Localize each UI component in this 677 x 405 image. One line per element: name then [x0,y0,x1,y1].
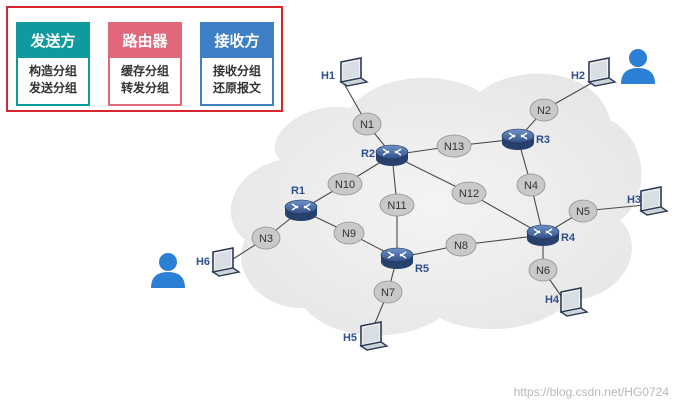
network-n2-label: N2 [537,105,551,117]
network-n7: N7 [373,280,403,304]
network-n9: N9 [333,221,365,245]
host-h3-label: H3 [627,194,641,206]
router-r4-label: R4 [561,232,576,244]
router-r5-icon [380,247,414,270]
network-n12-label: N12 [459,188,479,200]
router-r4: R4 [526,224,576,247]
hosts: H1 H2 H3 H4 H5 H6 [196,57,668,351]
router-r3-icon [501,128,535,151]
host-h1-label: H1 [321,70,335,82]
host-h3-laptop-icon [640,186,668,216]
networks: N1 N2 N3 N4 N5 N6 N7 N8 [251,98,598,304]
legend-router-line-2: 转发分组 [120,81,169,95]
legend-sender-line-2: 发送分组 [28,81,77,95]
host-h6-laptop-icon [212,247,240,277]
legend-receiver-title: 接收方 [202,24,272,58]
network-n8-label: N8 [454,240,468,252]
network-n6-label: N6 [536,265,550,277]
network-n7-label: N7 [381,287,395,299]
network-n5: N5 [568,199,598,223]
watermark: https://blog.csdn.net/HG0724 [513,385,669,399]
routers: R1 R2 R3 R4 R5 [284,128,576,275]
network-n1-label: N1 [360,119,374,131]
network-n13-label: N13 [444,141,464,153]
legend-router: 路由器 缓存分组 转发分组 [108,22,182,106]
host-h2-label: H2 [571,70,585,82]
network-n5-label: N5 [576,206,590,218]
legend-receiver: 接收方 接收分组 还原报文 [200,22,274,106]
router-r2-label: R2 [361,148,375,160]
router-r1-label: R1 [291,185,305,197]
network-n10-label: N10 [335,179,355,191]
router-r2: R2 [361,144,409,167]
host-h2-laptop-icon [588,57,616,87]
host-h5-label: H5 [343,332,357,344]
router-r1: R1 [284,185,318,222]
legend-receiver-line-1: 接收分组 [212,64,261,78]
host-h4-label: H4 [545,294,560,306]
host-h3: H3 [627,186,668,216]
network-n4-label: N4 [524,180,538,192]
network-n2: N2 [529,98,559,122]
router-r2-icon [375,144,409,167]
legend-box: 发送方 构造分组 发送分组 路由器 缓存分组 转发分组 接收方 接收分组 还原报… [6,6,283,112]
host-h1-laptop-icon [340,57,368,87]
host-h6: H6 [196,247,240,277]
network-n3: N3 [251,226,281,250]
legend-receiver-line-2: 还原报文 [212,81,261,95]
network-n10: N10 [327,172,363,196]
network-n11: N11 [379,193,415,217]
network-n3-label: N3 [259,233,273,245]
legend-router-title: 路由器 [110,24,180,58]
host-h4: H4 [545,287,588,317]
legend-sender: 发送方 构造分组 发送分组 [16,22,90,106]
network-n12: N12 [451,181,487,205]
network-n8: N8 [445,233,477,257]
router-r5: R5 [380,247,429,275]
sender-user-icon [151,253,185,288]
router-r3-label: R3 [536,134,550,146]
network-n13: N13 [436,134,472,158]
network-n4: N4 [516,173,546,197]
network-n6: N6 [528,258,558,282]
receiver-user-icon [621,49,655,84]
host-h1: H1 [321,57,368,87]
network-n9-label: N9 [342,228,356,240]
legend-sender-title: 发送方 [18,24,88,58]
router-r3: R3 [501,128,550,151]
router-r5-label: R5 [415,263,429,275]
router-r1-icon [284,199,318,222]
host-h6-label: H6 [196,256,210,268]
network-n11-label: N11 [387,200,406,212]
legend-router-line-1: 缓存分组 [120,64,169,78]
legend-sender-line-1: 构造分组 [28,64,77,78]
router-r4-icon [526,224,560,247]
host-h5: H5 [343,321,388,351]
network-n1: N1 [352,112,382,136]
host-h2: H2 [571,57,616,87]
